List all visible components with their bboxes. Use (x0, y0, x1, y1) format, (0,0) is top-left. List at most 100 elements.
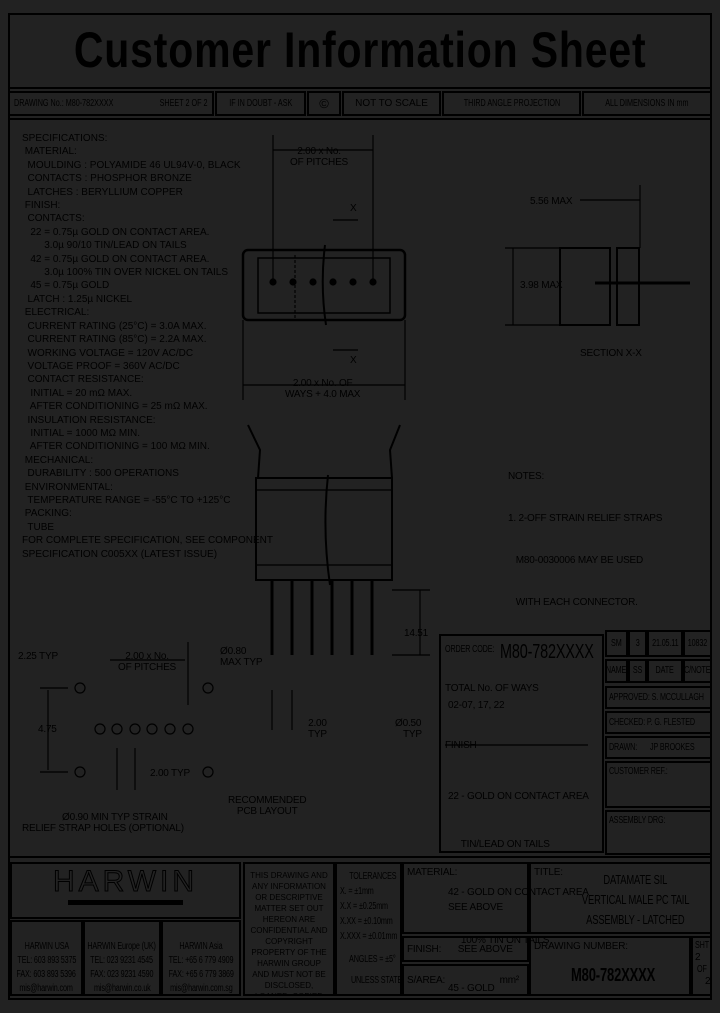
spec-line: INITIAL = 1000 MΩ MIN. (22, 427, 140, 439)
tolerance-line-text: X.X = ±0.25mm (340, 901, 388, 912)
spec-line: 45 = 0.75µ GOLD (22, 280, 110, 292)
spec-line: CURRENT RATING (85°C) = 2.2A MAX. (22, 334, 207, 346)
dim-label: 2.00 (308, 718, 327, 729)
office-fax: FAX: 603 893 5396 (12, 968, 81, 982)
checked-by: CHECKED: P. G. FLESTED (605, 711, 712, 734)
surface-area-unit: mm² (499, 975, 520, 986)
title-line: VERTICAL MALE PC TAIL (565, 890, 706, 910)
tolerance-angles-text: ANGLES = ±5° (349, 954, 396, 965)
office-tel: TEL: 603 893 5375 (12, 954, 81, 968)
spec-line: CONTACTS: (22, 213, 85, 225)
tolerance-line: X.X = ±0.25mm (340, 899, 397, 914)
spec-line: INSULATION RESISTANCE: (22, 414, 156, 426)
office-email-text[interactable]: mis@harwin.com (19, 983, 74, 994)
assembly-drawing: ASSEMBLY DRG: (605, 810, 712, 855)
rev-issue-text: 3 (635, 638, 640, 649)
note-line: 1. 2-OFF STRAIN RELIEF STRAPS (508, 513, 663, 524)
tolerances-title: TOLERANCES (340, 869, 397, 884)
spec-line: DURABILITY : 500 OPERATIONS (22, 468, 179, 480)
office-name: HARWIN Asia (163, 940, 239, 954)
if-in-doubt: IF IN DOUBT - ASK (215, 91, 306, 116)
order-code-label-text: ORDER CODE: (445, 644, 495, 655)
notes-heading: NOTES: (508, 471, 545, 482)
tolerance-line: X. = ±1mm (340, 884, 397, 899)
title-label: TITLE: (534, 867, 563, 878)
office-fax-text: FAX: 023 9231 4590 (90, 969, 154, 980)
spec-line: LATCH : 1.25µ NICKEL (22, 293, 133, 305)
specifications-list: SPECIFICATIONS: MATERIAL: MOULDING : POL… (22, 132, 273, 561)
rev-date: 21.05.11 (647, 630, 683, 657)
dim-label: 2.00 x No. (125, 651, 169, 662)
rev-header-name: NAME (605, 659, 628, 683)
drawing-number-label: DRAWING NUMBER: (534, 941, 628, 952)
spec-line: SPECIFICATION C005XX (LATEST ISSUE) (22, 548, 218, 560)
notes: NOTES: 1. 2-OFF STRAIN RELIEF STRAPS M80… (508, 442, 662, 624)
ways-values: 02-07, 17, 22 (448, 700, 505, 711)
spec-line: 42 = 0.75µ GOLD ON CONTACT AREA. (22, 253, 210, 265)
dim-label: Ø0.50 (395, 718, 422, 729)
title-cell: TITLE: DATAMATE SIL VERTICAL MALE PC TAI… (529, 862, 712, 934)
dim-label: WAYS + 4.0 MAX (285, 389, 361, 400)
office-email-text[interactable]: mis@harwin.co.uk (93, 983, 151, 994)
spec-line: AFTER CONDITIONING = 25 mΩ MAX. (22, 401, 208, 413)
order-code: M80-782XXXX (500, 640, 630, 664)
dim-label: RECOMMENDED (228, 795, 307, 806)
office-email[interactable]: mis@harwin.co.uk (85, 982, 159, 994)
sheet-number: SHEET 2 OF 2 (160, 98, 208, 109)
drawing-number-value: M80-782XXXX (571, 964, 688, 986)
sheet-cell: SHT 2 OF 2 (691, 936, 712, 996)
office-tel-text: TEL: +65 6 779 4909 (168, 955, 234, 966)
spec-line: WORKING VOLTAGE = 120V AC/DC (22, 347, 194, 359)
finish-option: 100% TIN ON TAILS (448, 935, 550, 946)
rev-header-ss: SS (628, 659, 647, 683)
office-name: HARWIN Europe (UK) (85, 940, 159, 954)
spec-line: ENVIRONMENTAL: (22, 481, 113, 493)
rev-date-text: 21.05.11 (651, 638, 679, 649)
drawing-number: M80-782XXXX (65, 98, 114, 109)
dim-label: TYP (308, 729, 327, 740)
office-email-text[interactable]: mis@harwin.com.sg (169, 983, 233, 994)
finish-option: 22 - GOLD ON CONTACT AREA (448, 791, 589, 802)
dim-label: 2.00 x No. (297, 146, 341, 157)
office-fax: FAX: 023 9231 4590 (85, 968, 159, 982)
finish-cell-label: FINISH: (407, 944, 442, 955)
assembly-text: ASSEMBLY DRG: (609, 815, 666, 826)
spec-line: TUBE (22, 521, 55, 533)
if-in-doubt-text: IF IN DOUBT - ASK (229, 98, 293, 109)
note-line: WITH EACH CONNECTOR. (508, 597, 638, 608)
dim-section-width: 5.56 MAX (530, 196, 573, 207)
spec-line: FOR COMPLETE SPECIFICATION, SEE COMPONEN… (22, 535, 273, 547)
sheet-of-text: OF (697, 964, 707, 975)
title-line-text: ASSEMBLY - LATCHED (586, 912, 685, 927)
spec-line: AFTER CONDITIONING = 100 MΩ MIN. (22, 441, 210, 453)
drawing-number-cell-footer: DRAWING NUMBER: M80-782XXXX (529, 936, 691, 996)
title-line-text: VERTICAL MALE PC TAIL (581, 892, 690, 907)
ways-label: TOTAL No. OF WAYS (445, 683, 539, 694)
logo-underline (68, 900, 183, 905)
finish-option: 45 - GOLD (448, 983, 495, 994)
dim-label: MAX TYP (220, 657, 263, 668)
connector-top-view (241, 135, 407, 400)
tolerance-line: X.XX = ±0.10mm (340, 914, 397, 929)
dim-label: PCB LAYOUT (236, 806, 298, 817)
rev-header-text: C/NOTE (684, 665, 711, 676)
dim-label: 2.00 x No. OF (292, 378, 353, 389)
office-europe: HARWIN Europe (UK) TEL: 023 9231 4545 FA… (83, 920, 161, 996)
connector-side-view (247, 424, 430, 730)
surface-area-cell: S/AREA: mm² (402, 964, 529, 996)
sheet-total: 2 (705, 976, 711, 987)
copyright-icon: © (307, 91, 341, 116)
approved-by: APPROVED: S. MCCULLAGH (605, 686, 712, 709)
order-code-label: ORDER CODE: (445, 644, 513, 655)
harwin-logo: HARWIN (10, 862, 241, 919)
office-email[interactable]: mis@harwin.com.sg (163, 982, 239, 994)
page-title: Customer Information Sheet (8, 13, 712, 89)
spec-line: ELECTRICAL: (22, 307, 90, 319)
office-email[interactable]: mis@harwin.com (12, 982, 81, 994)
office-tel: TEL: +65 6 779 4909 (163, 954, 239, 968)
title-lines: DATAMATE SIL VERTICAL MALE PC TAIL ASSEM… (565, 870, 706, 930)
spec-line: LATCHES : BERYLLIUM COPPER (22, 186, 183, 198)
